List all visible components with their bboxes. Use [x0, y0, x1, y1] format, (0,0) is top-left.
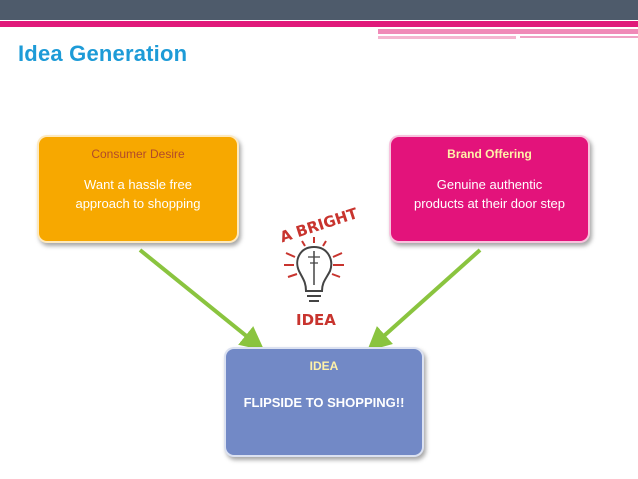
sketch-bottom-text: IDEA	[296, 311, 336, 329]
accent-line	[0, 21, 638, 27]
idea-text: FLIPSIDE TO SHOPPING!!	[243, 395, 405, 410]
top-band	[0, 0, 638, 20]
consumer-desire-line2: approach to shopping	[75, 196, 201, 211]
consumer-desire-box: Consumer Desire Want a hassle free appro…	[37, 135, 239, 243]
sketch-top-text: A BRIGHT	[278, 204, 361, 246]
consumer-desire-line1: Want a hassle free	[84, 177, 192, 192]
arrow-consumer-to-idea	[138, 248, 265, 351]
idea-box: IDEA FLIPSIDE TO SHOPPING!!	[224, 347, 424, 457]
accent-line-quaternary	[520, 36, 638, 38]
brand-offering-line1: Genuine authentic	[436, 177, 543, 192]
idea-heading: IDEA	[309, 359, 339, 373]
consumer-desire-heading: Consumer Desire	[91, 147, 185, 161]
accent-line-secondary	[378, 29, 638, 34]
bright-idea-bulb-icon: A BRIGHT IDEA	[278, 204, 361, 329]
brand-offering-line2: products at their door step	[413, 196, 566, 211]
slide-title: Idea Generation	[18, 41, 188, 66]
brand-offering-heading: Brand Offering	[447, 147, 532, 161]
accent-line-tertiary	[378, 36, 516, 39]
arrow-brand-to-idea	[367, 248, 482, 351]
brand-offering-box: Brand Offering Genuine authentic product…	[389, 135, 590, 243]
